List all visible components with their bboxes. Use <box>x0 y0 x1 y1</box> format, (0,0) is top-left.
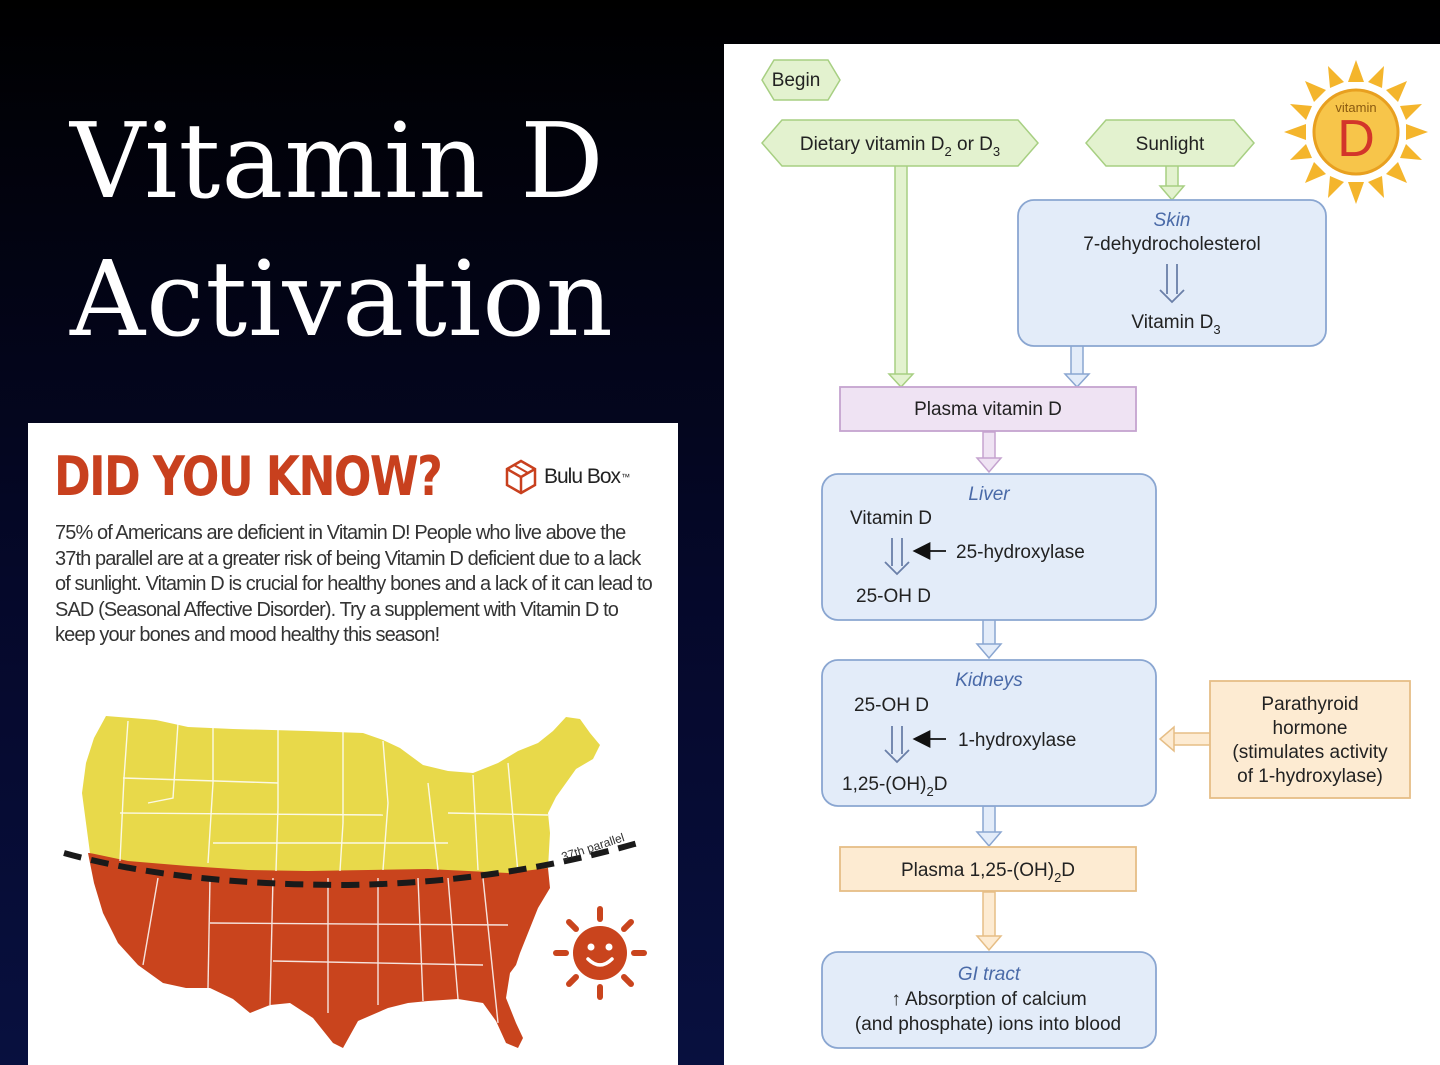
arrow-dietary-to-plasma <box>887 163 915 389</box>
kidneys-conversion-arrow <box>884 726 910 764</box>
plasma-125-box: Plasma 1,25-(OH)2D <box>839 846 1137 892</box>
gi-tract-box: GI tract ↑ Absorption of calcium (and ph… <box>821 951 1157 1049</box>
plasma-125-label: Plasma 1,25-(OH)2D <box>901 860 1075 885</box>
trademark-symbol: ™ <box>621 472 631 482</box>
arrow-kidneys-to-plasma-125 <box>975 805 1003 848</box>
pth-line-3: (stimulates activity <box>1232 742 1388 763</box>
skin-output: Vitamin D3 <box>1131 312 1220 337</box>
infographic-heading: DID YOU KNOW? <box>54 445 443 508</box>
parallel-label: 37th parallel <box>560 830 627 864</box>
dietary-label: Dietary vitamin D2 or D3 <box>800 134 1000 159</box>
gi-label: GI tract <box>958 964 1021 985</box>
pth-line-4: of 1-hydroxylase) <box>1237 766 1383 787</box>
infographic-body: 75% of Americans are deficient in Vitami… <box>55 522 653 646</box>
plasma-vitamin-d-label: Plasma vitamin D <box>914 399 1062 420</box>
liver-enzyme: 25-hydroxylase <box>956 542 1085 563</box>
parallel-line <box>63 840 639 889</box>
sunlight-label: Sunlight <box>1136 134 1205 155</box>
begin-label: Begin <box>772 70 821 91</box>
liver-input: Vitamin D <box>850 508 932 529</box>
sun-badge-top: vitamin <box>1335 100 1376 115</box>
slide-title: Vitamin D Activation <box>70 92 614 368</box>
plasma-vitamin-d-box: Plasma vitamin D <box>839 386 1137 432</box>
arrow-liver-to-kidneys <box>975 618 1003 660</box>
vitamin-d-flowchart: Begin Dietary vitamin D2 or D3 Sunlight <box>724 44 1440 1065</box>
box-icon <box>505 459 537 495</box>
skin-conversion-arrow <box>1159 264 1185 304</box>
liver-box: Liver Vitamin D 25-hydroxylase 25-OH D <box>821 473 1157 621</box>
map-north-region <box>82 716 600 873</box>
slide-title-line-1: Vitamin D <box>70 100 605 222</box>
map-south-region <box>88 853 550 1048</box>
arrow-skin-to-plasma <box>1063 343 1091 389</box>
vitamin-d-sun-icon: vitamin D <box>1284 60 1428 204</box>
skin-input: 7-dehydrocholesterol <box>1083 234 1260 255</box>
smiling-sun-icon <box>553 906 647 1000</box>
us-map: 37th parallel <box>63 716 647 1048</box>
pth-line-2: hormone <box>1273 718 1348 739</box>
state-borders <box>119 720 549 1024</box>
kidneys-label: Kidneys <box>955 670 1023 691</box>
skin-label: Skin <box>1154 210 1191 231</box>
kidneys-input: 25-OH D <box>854 695 929 716</box>
liver-output: 25-OH D <box>856 586 931 607</box>
skin-box: Skin 7-dehydrocholesterol Vitamin D3 <box>1017 199 1327 347</box>
sunlight-node: Sunlight <box>1085 119 1255 167</box>
dietary-vitamin-node: Dietary vitamin D2 or D3 <box>761 119 1039 167</box>
brand-name: Bulu Box <box>544 465 621 488</box>
gi-line-1: ↑ Absorption of calcium <box>891 989 1086 1010</box>
begin-node: Begin <box>761 59 841 101</box>
kidneys-enzyme: 1-hydroxylase <box>958 730 1076 751</box>
kidneys-box: Kidneys 25-OH D 1-hydroxylase 1,25-(OH)2… <box>821 659 1157 807</box>
arrow-pth-to-kidneys <box>1158 725 1211 753</box>
kidneys-output: 1,25-(OH)2D <box>842 774 947 799</box>
arrow-plasma-125-to-gi <box>975 891 1003 952</box>
slide-title-line-2: Activation <box>70 238 614 360</box>
sun-badge-letter: D <box>1337 110 1375 168</box>
arrow-plasma-to-liver <box>975 431 1003 474</box>
arrow-sunlight-to-skin <box>1158 163 1186 202</box>
liver-conversion-arrow <box>884 538 910 576</box>
parathyroid-hormone-box: Parathyroid hormone (stimulates activity… <box>1209 680 1411 799</box>
pth-line-1: Parathyroid <box>1261 694 1358 715</box>
gi-line-2: (and phosphate) ions into blood <box>855 1014 1121 1035</box>
liver-label: Liver <box>968 484 1010 505</box>
